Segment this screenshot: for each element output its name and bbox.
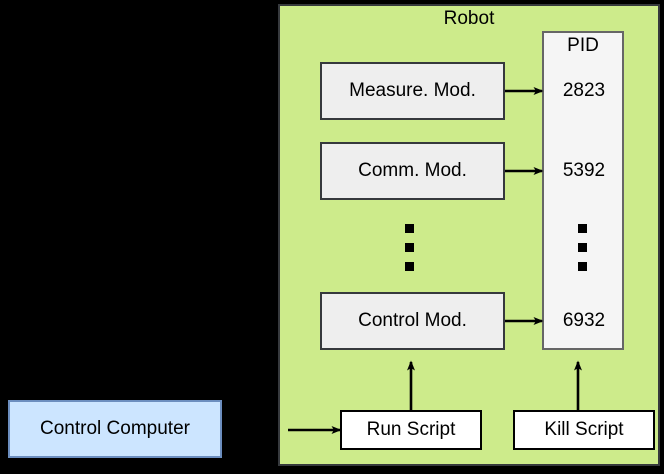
module-box-comm[interactable]: Comm. Mod. [320, 142, 505, 200]
ellipsis-dot [578, 224, 587, 233]
module-box-measure[interactable]: Measure. Mod. [320, 62, 505, 120]
pid-value-comm: 5392 [562, 160, 606, 181]
ellipsis-dot [578, 262, 587, 271]
pid-column-header: PID [567, 35, 599, 56]
module-box-control[interactable]: Control Mod. [320, 292, 505, 350]
ellipsis-dot [405, 262, 414, 271]
ellipsis-dot [405, 243, 414, 252]
robot-panel-label: Robot [443, 8, 495, 29]
ellipsis-dot [405, 224, 414, 233]
pid-value-control: 6932 [562, 310, 606, 331]
control-computer-box[interactable]: Control Computer [8, 400, 222, 458]
kill-script-box[interactable]: Kill Script [513, 410, 655, 450]
run-script-box[interactable]: Run Script [340, 410, 482, 450]
ellipsis-dot [578, 243, 587, 252]
pid-ellipsis-icon [578, 224, 587, 281]
pid-value-measure: 2823 [562, 80, 606, 101]
module-ellipsis-icon [405, 224, 414, 281]
pid-column [542, 31, 624, 350]
